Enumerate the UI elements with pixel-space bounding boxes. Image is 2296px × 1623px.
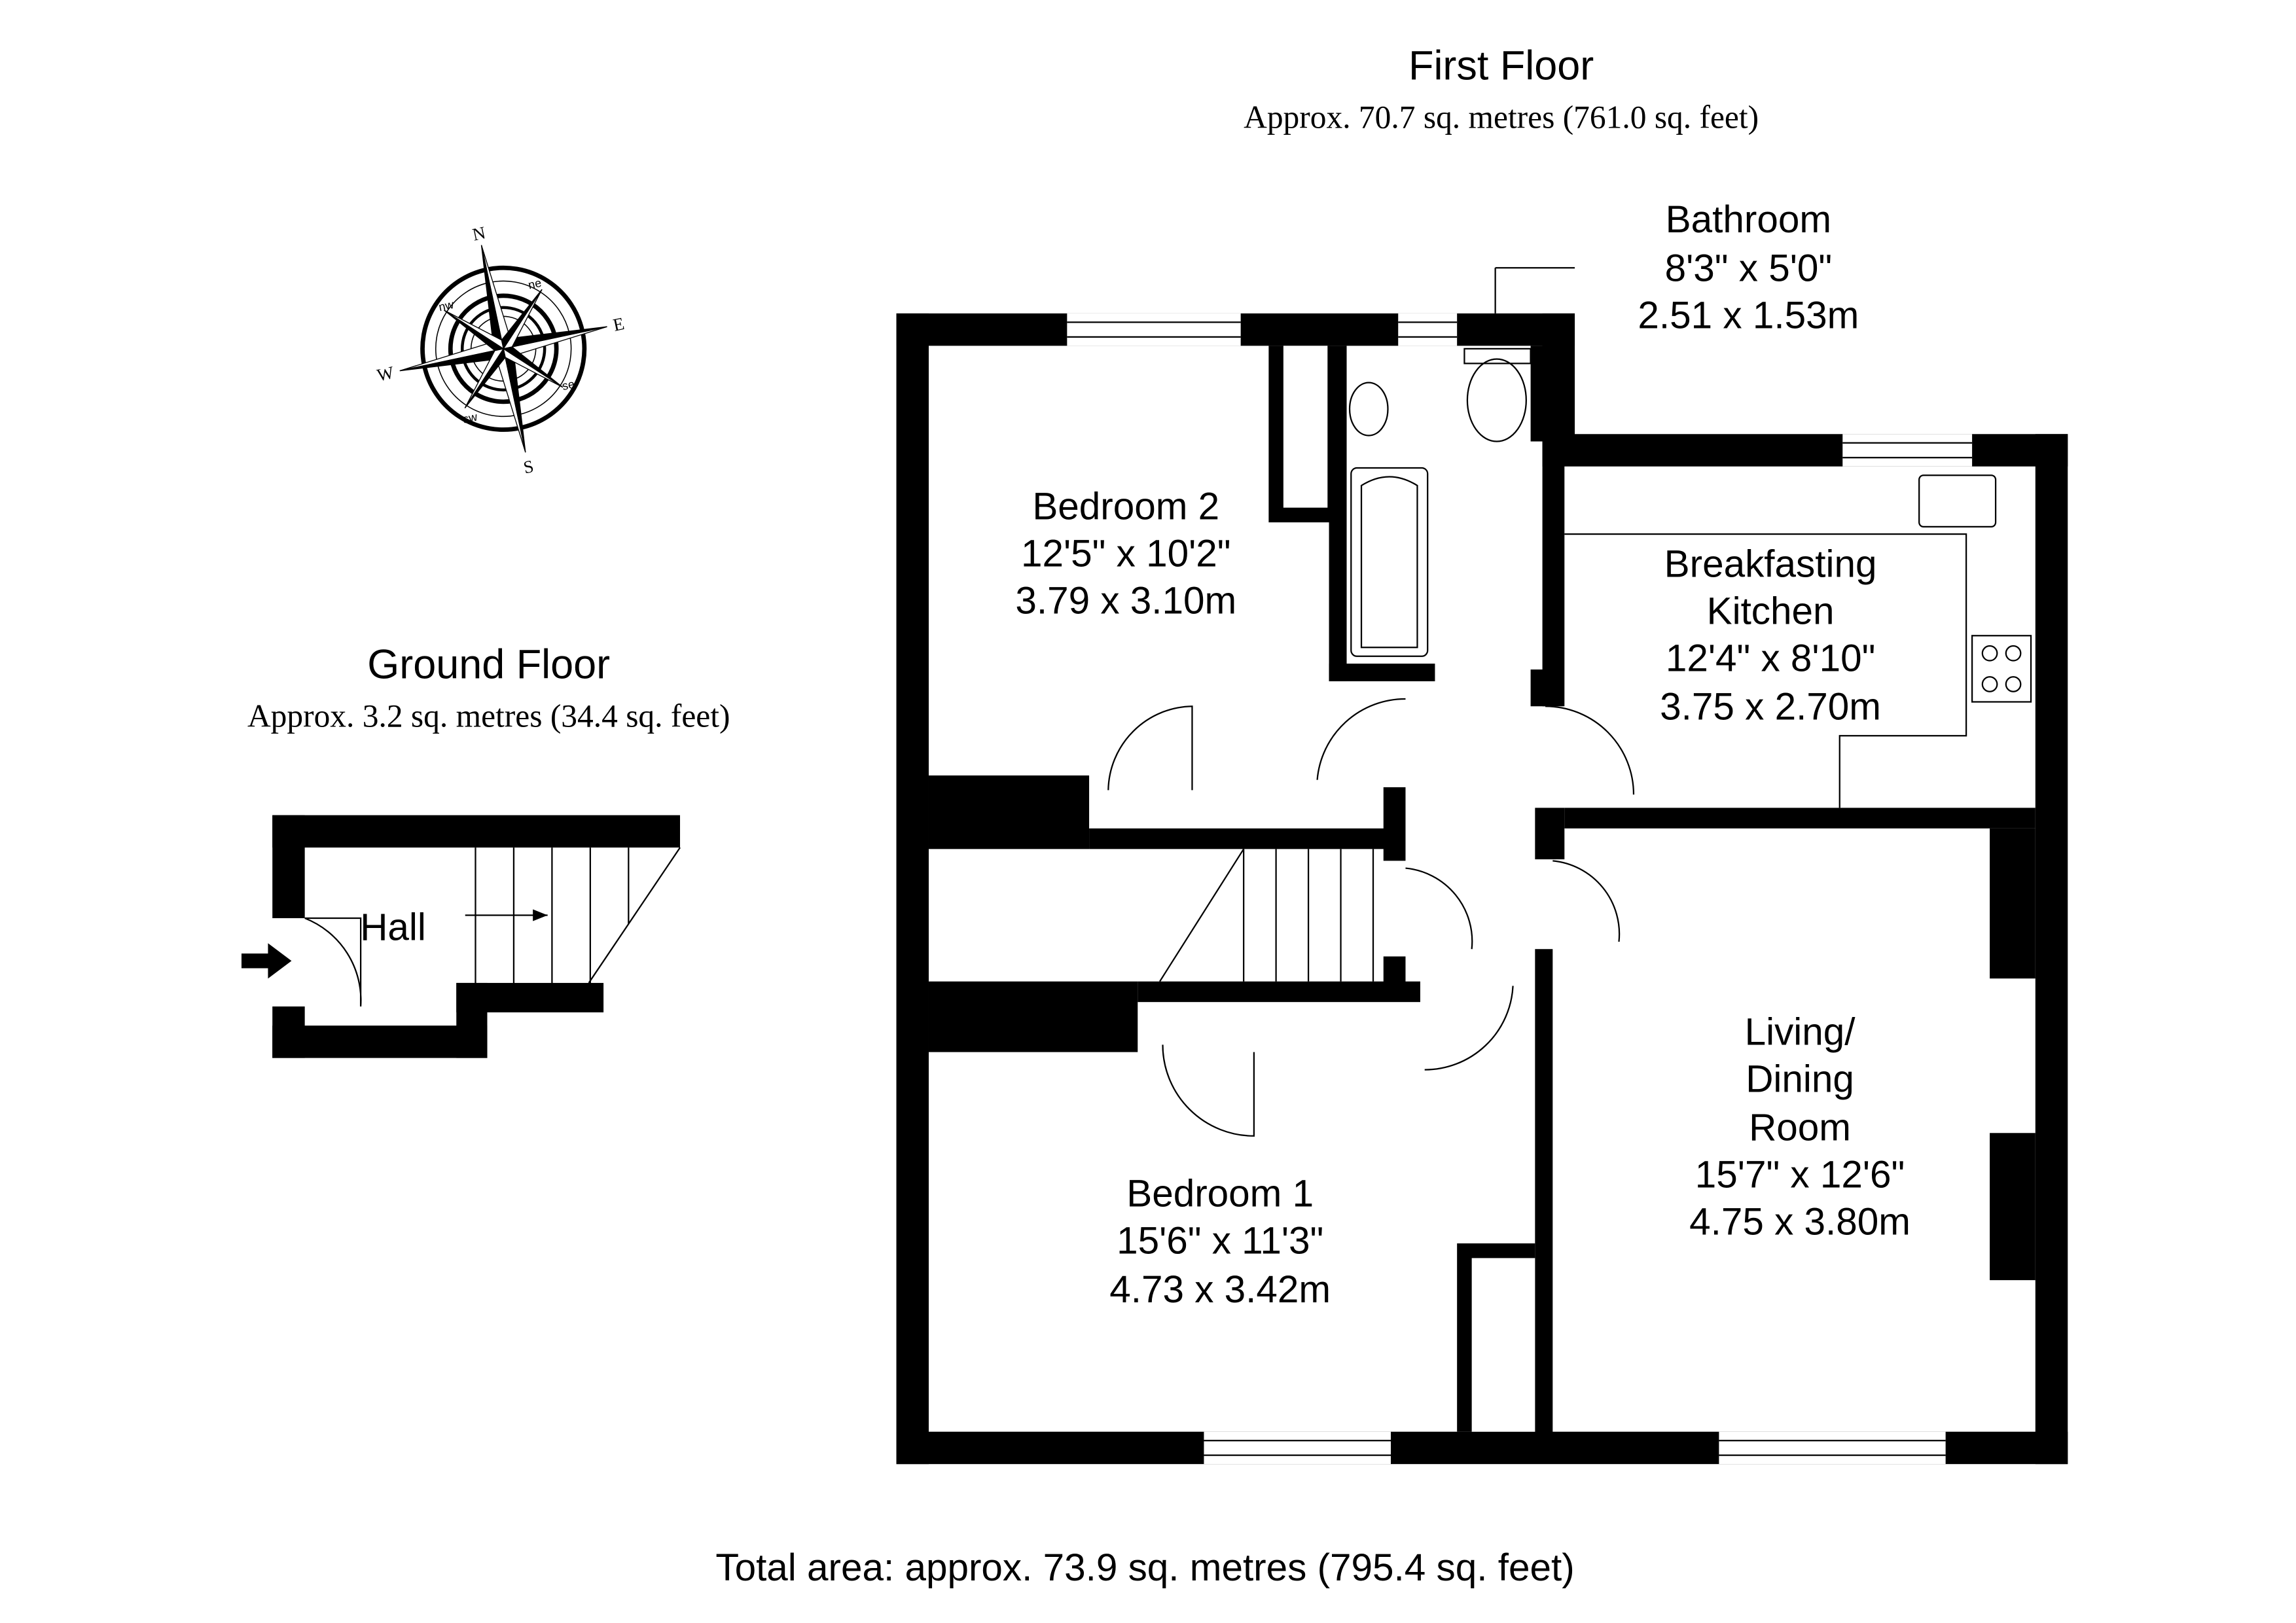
ground-floor-plan: Hall bbox=[241, 815, 681, 1058]
first-floor-title: First Floor bbox=[1408, 43, 1594, 88]
room-label-bathroom: Bathroom bbox=[1666, 198, 1831, 241]
bedroom-1-metric: 4.73 x 3.42m bbox=[1109, 1268, 1331, 1311]
svg-text:S: S bbox=[522, 456, 535, 477]
svg-text:sw: sw bbox=[461, 410, 479, 425]
room-label-bedroom-2: Bedroom 2 bbox=[1032, 486, 1219, 528]
kitchen-metric: 3.75 x 2.70m bbox=[1660, 685, 1881, 728]
kitchen-imperial: 12'4" x 8'10" bbox=[1666, 637, 1876, 679]
living-imperial: 15'7" x 12'6" bbox=[1695, 1153, 1905, 1196]
room-label-kitchen: Breakfasting bbox=[1664, 543, 1877, 585]
room-label-living-3: Room bbox=[1749, 1107, 1851, 1149]
room-label-hall: Hall bbox=[360, 906, 426, 949]
room-label-living: Living/ bbox=[1745, 1010, 1856, 1053]
entrance-arrow-icon bbox=[241, 943, 292, 979]
ground-floor-area: Approx. 3.2 sq. metres (34.4 sq. feet) bbox=[247, 698, 730, 734]
bedroom-2-imperial: 12'5" x 10'2" bbox=[1021, 533, 1231, 575]
svg-text:E: E bbox=[611, 313, 626, 335]
bedroom-1-imperial: 15'6" x 11'3" bbox=[1117, 1220, 1323, 1262]
compass-rose-icon: N E S W ne nw se sw bbox=[375, 223, 626, 477]
svg-text:se: se bbox=[561, 378, 576, 393]
room-label-living-2: Dining bbox=[1746, 1058, 1854, 1100]
first-floor-area: Approx. 70.7 sq. metres (761.0 sq. feet) bbox=[1244, 99, 1759, 135]
svg-text:ne: ne bbox=[527, 276, 543, 292]
bathroom-imperial: 8'3" x 5'0" bbox=[1665, 247, 1833, 289]
ground-floor-title: Ground Floor bbox=[367, 642, 610, 688]
first-floor-plan bbox=[896, 267, 2068, 1465]
svg-text:W: W bbox=[375, 363, 396, 385]
svg-text:nw: nw bbox=[437, 298, 456, 314]
room-label-kitchen-2: Kitchen bbox=[1707, 590, 1835, 632]
room-label-bedroom-1: Bedroom 1 bbox=[1126, 1173, 1314, 1215]
bedroom-2-metric: 3.79 x 3.10m bbox=[1015, 580, 1236, 622]
total-area: Total area: approx. 73.9 sq. metres (795… bbox=[715, 1546, 1574, 1589]
living-metric: 4.75 x 3.80m bbox=[1689, 1200, 1910, 1243]
svg-text:N: N bbox=[471, 223, 487, 244]
bathroom-metric: 2.51 x 1.53m bbox=[1638, 294, 1859, 336]
